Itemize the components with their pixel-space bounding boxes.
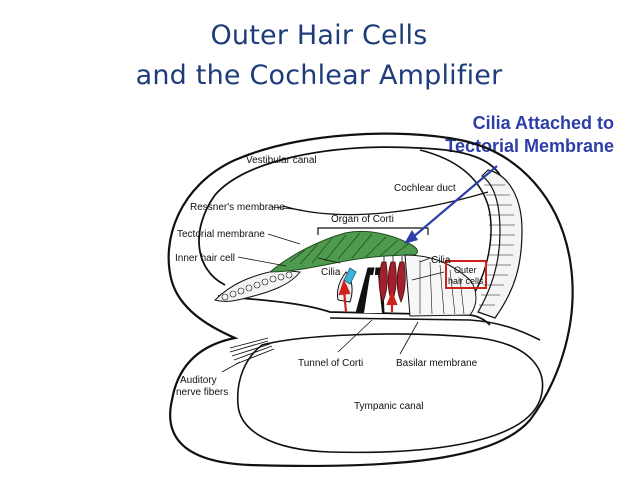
outer-hair-cells [378,261,406,304]
outer-hair-cells-box [445,260,487,289]
supporting-cell-lines [419,260,465,315]
title-line-1: Outer Hair Cells [210,20,428,51]
spiral-ligament [477,169,523,319]
label-inner-hair-cell: Inner hair cell [175,253,235,264]
tectorial-striations [289,232,409,265]
vestibular-chamber [198,146,501,286]
label-auditory-2: nerve fibers [176,387,228,398]
tunnel-of-corti-space [364,275,382,313]
label-ressners-membrane: Ressner's membrane [190,202,285,213]
spiral-ligament-cells [479,184,515,306]
label-basilar-membrane: Basilar membrane [396,358,478,369]
callout-line-2: Tectorial Membrane [445,136,614,156]
outer-hair-cell-1 [378,261,388,304]
callout-arrow [411,165,498,239]
organ-of-corti-bracket [317,227,429,235]
auditory-nerve-fibers [229,337,275,365]
label-vestibular-canal: Vestibular canal [246,155,317,166]
basilar-membrane-line [329,317,541,341]
supporting-cells [404,254,477,317]
label-cilia-right: Cilia [431,255,451,266]
title-line-2: and the Cochlear Amplifier [135,60,503,91]
label-cilia-left: Cilia [321,267,341,278]
leader-lines [221,206,445,373]
limbus-cells [221,271,293,301]
tympanic-chamber [236,333,544,454]
red-force-arrows [338,278,398,313]
label-auditory-1: Auditory [180,375,217,386]
callout-arrow-head [404,230,418,244]
cochlea-outline [167,132,574,468]
label-tectorial-membrane: Tectorial membrane [177,229,265,240]
inner-hair-cilia [343,267,357,285]
outer-hair-cilia [383,256,403,262]
label-outer-hair-cells-1: Outer [454,265,477,275]
spiral-lamina [217,295,491,326]
outer-hair-cell-3 [396,261,406,304]
reissner-membrane [282,191,489,216]
label-organ-of-corti: Organ of Corti [331,214,394,225]
callout-line-1: Cilia Attached to [472,113,614,133]
label-outer-hair-cells-2: hair cells [448,276,484,286]
label-tunnel-of-corti: Tunnel of Corti [298,358,363,369]
label-tympanic-canal: Tympanic canal [354,401,423,412]
label-cochlear-duct: Cochlear duct [394,183,456,194]
tectorial-membrane [268,230,418,273]
